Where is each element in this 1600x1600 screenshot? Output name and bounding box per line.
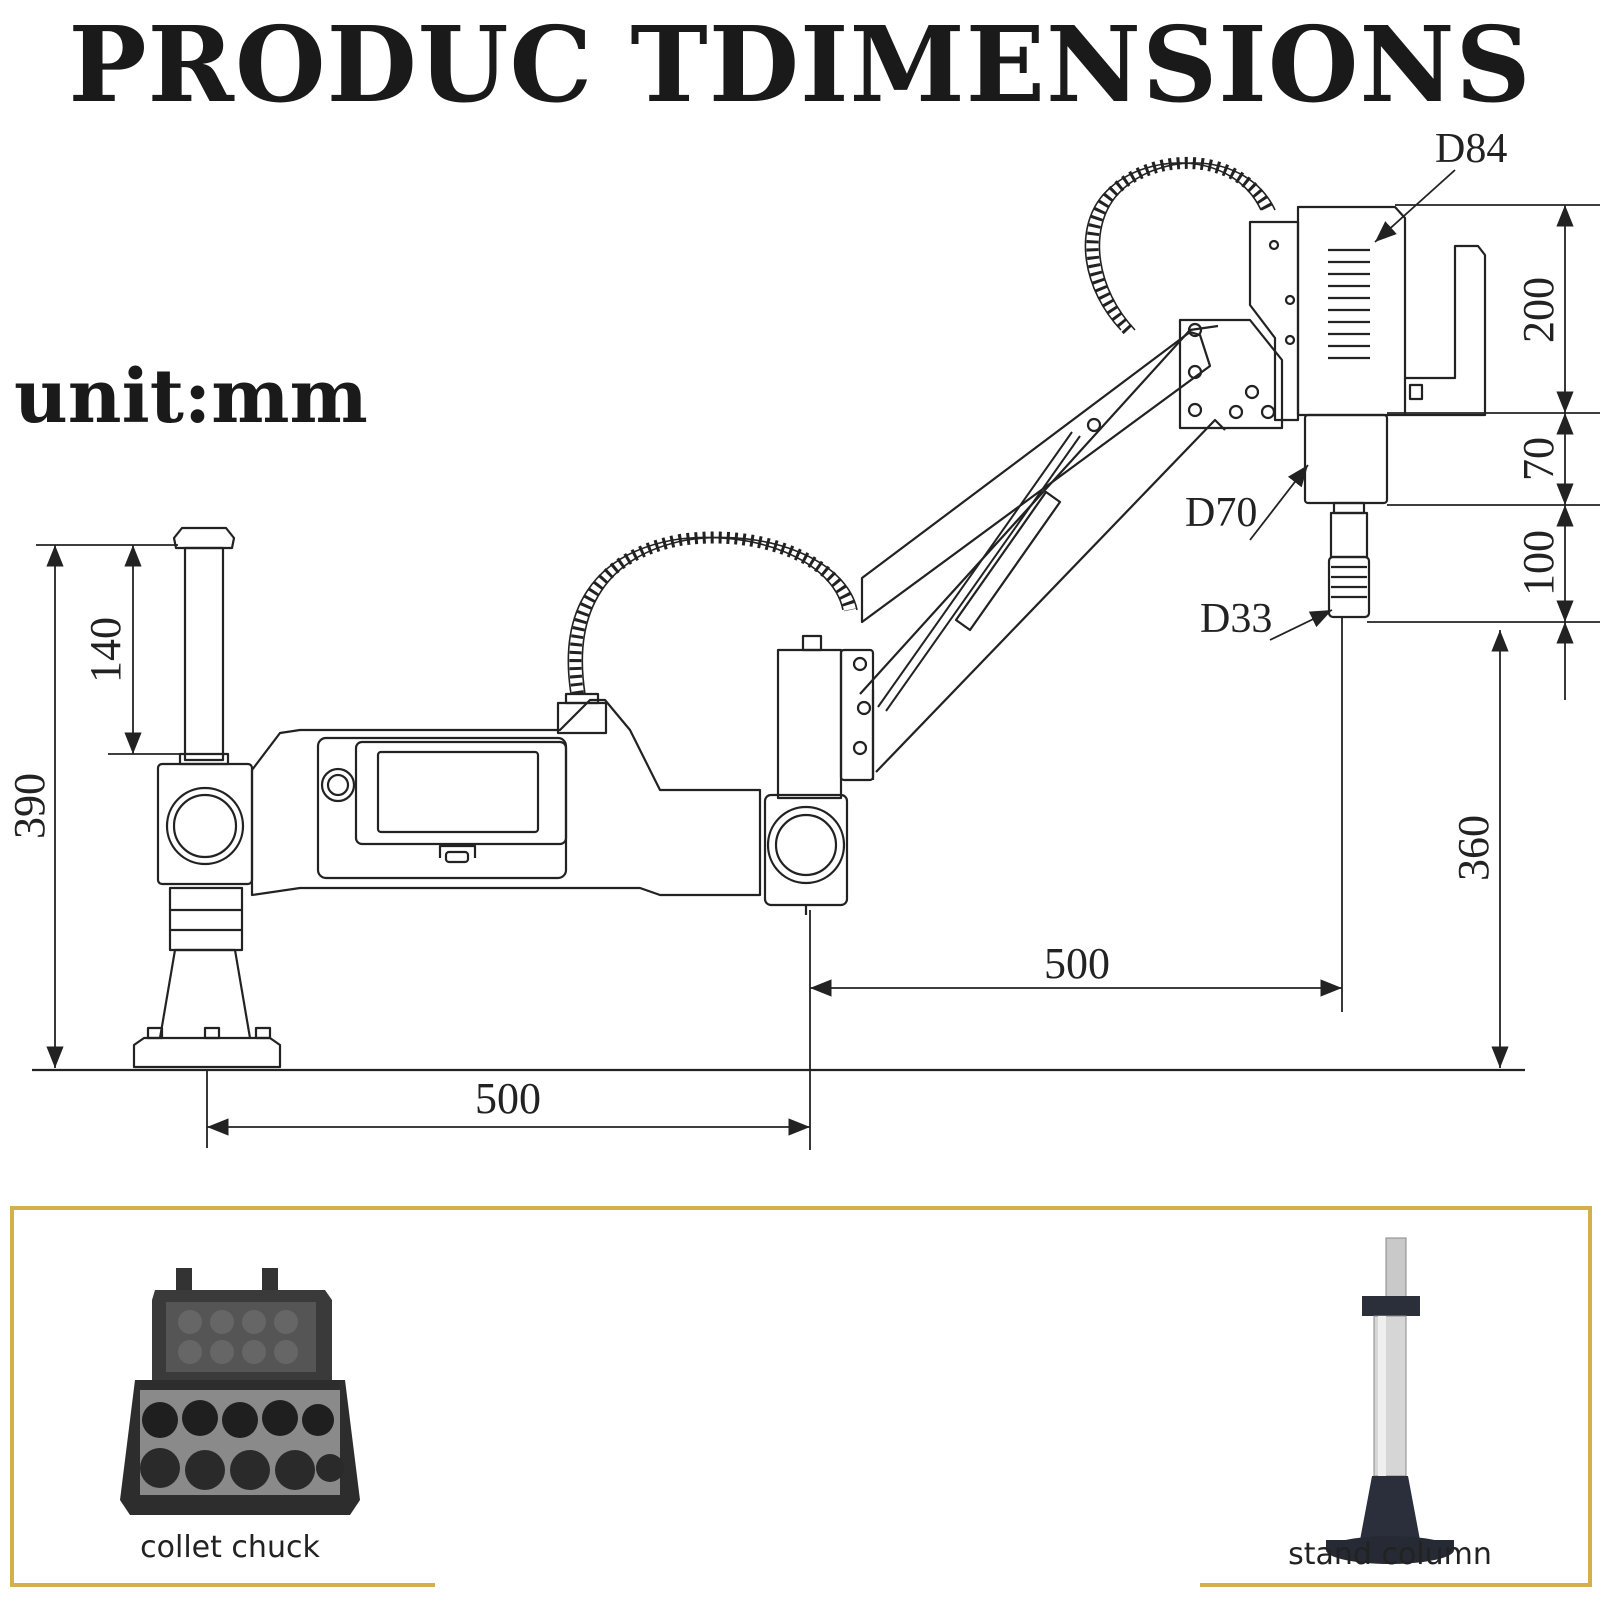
motor-vents — [1328, 248, 1370, 360]
gas-spring — [954, 490, 1062, 632]
dim-working-height: 360 — [1449, 815, 1498, 881]
upper-arm-bottom — [875, 418, 1226, 773]
motor-housing — [1296, 205, 1407, 417]
collet-chuck-outline — [1329, 511, 1369, 559]
tapping-arm-outline — [32, 205, 1525, 1072]
dim-motor-height: 200 — [1514, 277, 1563, 343]
pedestal-collar — [168, 886, 244, 952]
collet-chuck-case-illustration — [120, 1268, 360, 1515]
stand-column-illustration — [1326, 1237, 1454, 1564]
dim-base-reach: 500 — [475, 1074, 541, 1123]
dim-column-top: 140 — [81, 617, 130, 683]
base-plate — [132, 1036, 282, 1069]
panel-latch — [438, 844, 477, 858]
accessories-border — [10, 1206, 1592, 1587]
label-chuck-diameter: D33 — [1200, 596, 1272, 642]
column-post — [183, 546, 225, 762]
spindle-neck — [1303, 413, 1389, 505]
page-title: PRODUC TDIMENSIONS — [68, 3, 1532, 126]
pedestal — [158, 948, 252, 1039]
dim-total-height: 390 — [5, 773, 54, 839]
caption-stand-column: stand column — [1288, 1537, 1492, 1572]
dim-chuck-length: 100 — [1514, 530, 1563, 596]
caption-collet-chuck: collet chuck — [140, 1530, 320, 1565]
dimension-lines — [36, 169, 1600, 1150]
label-neck-diameter: D70 — [1185, 490, 1257, 536]
display-window — [376, 750, 540, 834]
dim-head-reach: 500 — [1044, 939, 1110, 988]
head-bracket — [1178, 318, 1284, 430]
lower-arm — [250, 698, 762, 897]
dim-neck-height: 70 — [1514, 437, 1563, 481]
column-cap — [172, 526, 236, 550]
power-knob — [320, 767, 356, 803]
accessories-panel — [10, 1206, 1592, 1587]
label-motor-diameter: D84 — [1435, 126, 1507, 172]
upper-arm-top — [860, 330, 1212, 624]
coiled-cables — [569, 156, 1274, 695]
unit-label: unit:mm — [14, 354, 368, 440]
elbow-riser — [776, 648, 843, 800]
left-joint — [156, 762, 254, 886]
